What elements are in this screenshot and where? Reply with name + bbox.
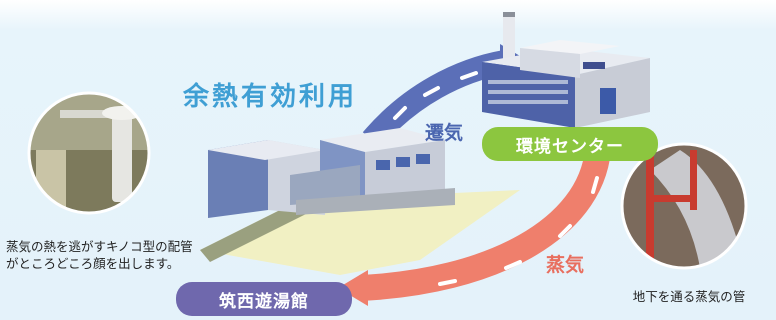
steam-label-top: 遷気 (425, 122, 464, 144)
environment-center-label: 環境センター (482, 127, 658, 161)
environment-center-building (482, 12, 650, 128)
steam-label-bottom: 蒸気 (546, 254, 585, 276)
bath-house-label: 筑西遊湯館 (176, 282, 352, 316)
mushroom-pipe-photo (27, 91, 151, 215)
underground-pipe-photo (620, 142, 748, 270)
bath-house-building (200, 128, 520, 275)
page-title: 余熱有効利用 (183, 82, 358, 112)
underground-pipe-caption: 地下を通る蒸気の管 (632, 289, 746, 304)
steam-arrow-bottom (338, 148, 611, 306)
mushroom-pipe-caption: 蒸気の熱を逃がすキノコ型の配管がところどころ顔を出します。 (6, 239, 193, 271)
